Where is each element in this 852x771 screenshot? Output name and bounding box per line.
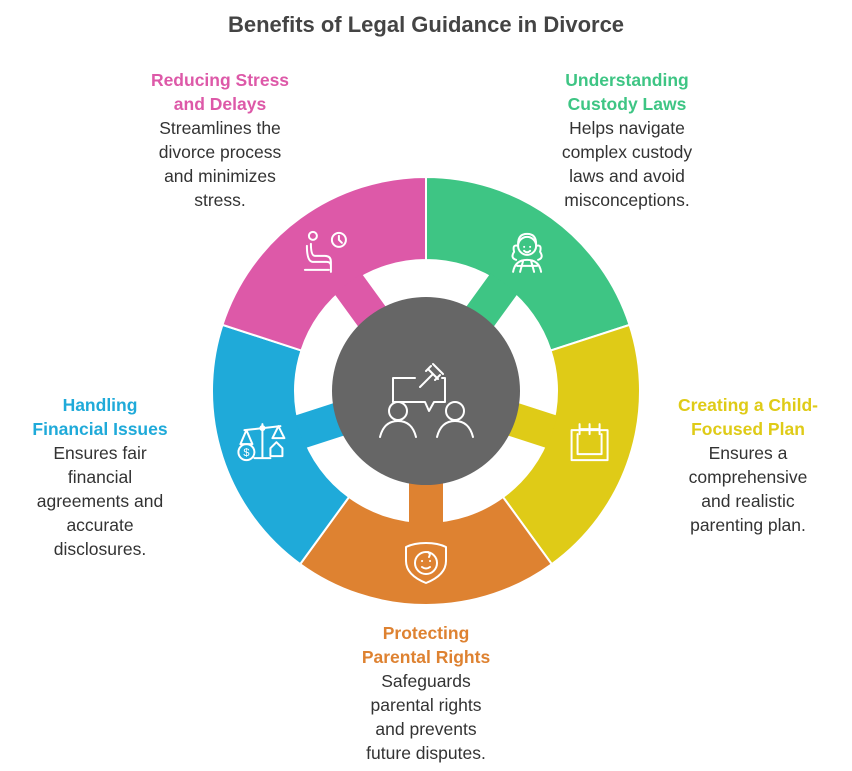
segment-heading: Understanding (565, 70, 689, 90)
segment-heading: and Delays (173, 94, 267, 114)
segment-heading: Creating a Child- (677, 395, 818, 415)
segment-description: agreements and (36, 491, 164, 511)
segment-heading: Custody Laws (567, 94, 687, 114)
gavel-speech-two-people-icon (379, 363, 474, 438)
segment-description: Ensures a (708, 443, 788, 463)
segment-description: and minimizes (164, 166, 276, 186)
waiting-person-clock-icon (303, 230, 347, 273)
svg-text:$: $ (243, 447, 249, 459)
segment-heading: Financial Issues (32, 419, 168, 439)
segment-description: and prevents (375, 719, 477, 739)
segment-description: Streamlines the (159, 118, 281, 138)
segment-heading: Handling (62, 395, 138, 415)
segment-description: and realistic (701, 491, 795, 511)
segment-description: future disputes. (366, 743, 486, 763)
segment-arc (425, 175, 631, 352)
segment-description: misconceptions. (564, 190, 690, 210)
segment-rights (298, 481, 554, 606)
segment-heading: Parental Rights (361, 647, 491, 667)
scales-money-house-icon: $ (237, 423, 286, 462)
segment-heading: Focused Plan (691, 419, 805, 439)
segment-heading: Reducing Stress (150, 70, 290, 90)
segment-description: comprehensive (688, 467, 808, 487)
segment-connector (409, 481, 443, 524)
segment-connector (506, 402, 558, 449)
segment-description: accurate (66, 515, 134, 535)
segment-arc (298, 495, 554, 606)
segment-connector (294, 402, 346, 449)
segment-description: divorce process (158, 142, 282, 162)
segment-arc (211, 323, 351, 566)
segment-description: Safeguards (381, 671, 471, 691)
segment-description: disclosures. (53, 539, 147, 559)
judge-wig-icon (511, 232, 543, 273)
segment-description: Ensures fair (53, 443, 147, 463)
segment-description: parental rights (370, 695, 482, 715)
segment-description: financial (67, 467, 133, 487)
calendar-icon (570, 423, 609, 462)
segment-description: parenting plan. (690, 515, 806, 535)
diagram-title: Benefits of Legal Guidance in Divorce (227, 12, 625, 37)
segment-arc (221, 175, 427, 352)
segment-description: complex custody (561, 142, 693, 162)
segment-financial: $ (211, 323, 351, 566)
segment-description: stress. (194, 190, 246, 210)
center-circle (332, 297, 520, 485)
segment-heading: Protecting (382, 623, 470, 643)
child-shield-icon (405, 542, 447, 584)
segment-plan (501, 323, 641, 566)
segment-description: Helps navigate (569, 118, 685, 138)
segment-description: laws and avoid (569, 166, 685, 186)
